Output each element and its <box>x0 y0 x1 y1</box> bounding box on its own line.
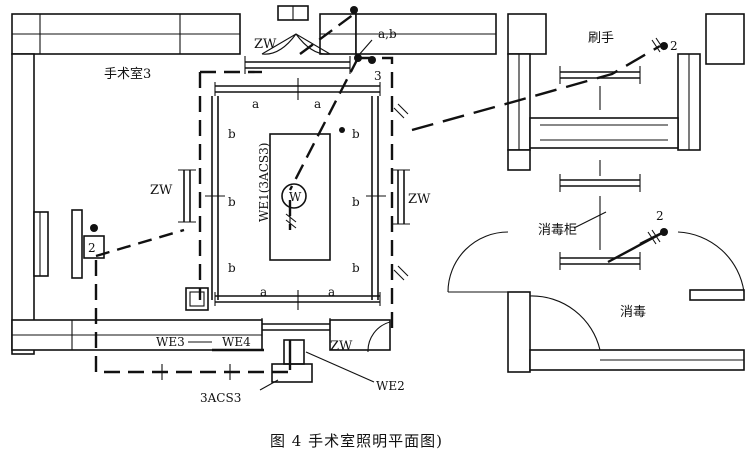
wire-scrub <box>411 44 661 132</box>
label-ab-top: a,b <box>378 27 397 41</box>
lower-partition <box>507 291 531 373</box>
top-wall-scrub-left <box>507 13 547 55</box>
label-b-l2: b <box>228 195 236 209</box>
switch-scrub-icon <box>660 42 668 50</box>
left-wall <box>11 53 35 355</box>
panel-riser <box>283 339 305 365</box>
switch-top-icon <box>350 6 358 14</box>
right-bottom-wall <box>689 289 745 301</box>
label-we1: WE1(3ACS3) <box>257 143 271 222</box>
wiring <box>94 13 665 380</box>
label-num2-left: 2 <box>88 241 96 255</box>
label-b-r2: b <box>352 195 360 209</box>
label-w-symbol: W <box>289 190 302 204</box>
label-num2-right: 2 <box>656 209 664 223</box>
label-num2-top: 2 <box>670 39 678 53</box>
zw-fixtures <box>178 56 410 336</box>
label-a-tr: a <box>314 97 321 111</box>
label-b-l1: b <box>228 127 236 141</box>
devices <box>83 5 668 383</box>
corner-box <box>185 287 209 311</box>
label-zw-bottom: ZW <box>330 339 353 354</box>
operating-table <box>269 133 331 261</box>
label-room-scrub: 刷手 <box>588 31 614 46</box>
switch-left-icon <box>90 224 98 232</box>
scrub-sink-counter <box>529 117 679 149</box>
label-we4: WE4 <box>222 335 251 349</box>
label-num3: 3 <box>374 69 382 83</box>
figure-caption: 图 4 手术室照明平面图) <box>270 432 443 450</box>
label-b-l3: b <box>228 261 236 275</box>
label-a-br: a <box>328 285 335 299</box>
light-frame <box>205 78 386 310</box>
leaders <box>188 39 607 391</box>
label-a-tl: a <box>252 97 259 111</box>
label-zw-left: ZW <box>150 183 173 198</box>
w-fixture-icon <box>281 183 307 209</box>
label-we2: WE2 <box>376 379 405 393</box>
label-we3: WE3 <box>156 335 185 349</box>
label-room-operating: 手术室3 <box>104 66 151 82</box>
left-wall-pier <box>33 211 49 277</box>
scrub-fixtures <box>559 66 641 270</box>
wire-we3 <box>94 260 290 374</box>
light-dot-icon <box>339 127 345 133</box>
label-room-cabinet: 消毒柜 <box>538 223 577 238</box>
wire-to-w <box>288 57 360 191</box>
switch-3-icon <box>368 56 376 64</box>
label-room-disinfect: 消毒 <box>620 305 646 320</box>
text-labels: 手术室3 刷手 消毒柜 消毒 ZW ZW ZW ZW a,b 3 2 2 2 a… <box>88 27 678 450</box>
switch-ab-icon <box>354 54 362 62</box>
doors <box>261 33 745 353</box>
partition-mid <box>507 149 531 171</box>
left-pillar <box>71 209 83 279</box>
label-b-r1: b <box>352 127 360 141</box>
label-a-bl: a <box>260 285 267 299</box>
label-zw-right: ZW <box>408 192 431 207</box>
label-zw-top: ZW <box>254 37 277 52</box>
wire-right <box>358 56 394 330</box>
switch-cabinet-icon <box>660 228 668 236</box>
junction-box-left <box>83 235 105 259</box>
label-acs3: 3ACS3 <box>200 391 241 405</box>
top-wall-scrub-right <box>705 13 745 65</box>
label-b-r3: b <box>352 261 360 275</box>
